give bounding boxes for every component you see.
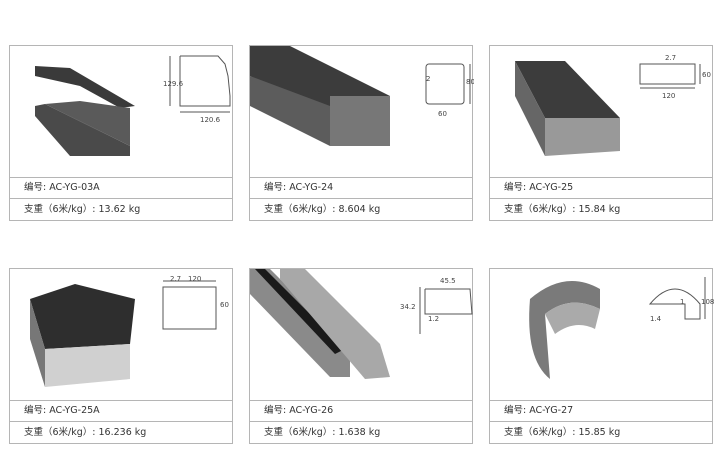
product-card[interactable]: 45.5 34.2 1.2 编号: AC-YG-26 支重（6米/kg）: 1.…: [249, 268, 473, 444]
dimension-label: 1.4: [650, 315, 662, 323]
profile-render: 129.6 120.6: [35, 55, 231, 156]
dimension-label: 120.6: [200, 116, 221, 124]
profile-render: 2.7 120 60: [30, 275, 229, 387]
product-weight: 支重（6米/kg）: 1.638 kg: [264, 427, 381, 438]
product-image-area: 2 80 60: [250, 46, 474, 178]
product-code: 编号: AC-YG-24: [250, 177, 472, 199]
profile-render: 45.5 34.2 1.2: [250, 269, 473, 379]
dimension-label: 34.2: [400, 303, 416, 311]
dimension-label: 60: [220, 301, 229, 309]
dimension-label: 120: [662, 92, 675, 100]
product-code: 编号: AC-YG-03A: [10, 177, 232, 199]
dimension-label: 60: [702, 71, 711, 79]
product-weight: 支重（6米/kg）: 13.62 kg: [24, 204, 141, 215]
profile-render: 2 80 60: [250, 46, 474, 146]
product-image-area: 2.7 60 120: [490, 46, 712, 178]
dimension-label: 45.5: [440, 277, 456, 285]
product-weight: 支重（6米/kg）: 16.236 kg: [24, 427, 147, 438]
product-code: 编号: AC-YG-25: [490, 177, 712, 199]
product-card[interactable]: 2.7 120 60 编号: AC-YG-25A 支重（6米/kg）: 16.2…: [9, 268, 233, 444]
product-card[interactable]: 129.6 120.6 编号: AC-YG-03A 支重（6米/kg）: 13.…: [9, 45, 233, 221]
dimension-label: 2: [426, 75, 430, 83]
product-weight: 支重（6米/kg）: 8.604 kg: [264, 204, 381, 215]
product-card[interactable]: 2 80 60 编号: AC-YG-24 支重（6米/kg）: 8.604 kg: [249, 45, 474, 221]
dimension-label: 1: [680, 298, 684, 306]
product-card[interactable]: 1 108.5 1.4 编号: AC-YG-27 支重（6米/kg）: 15.8…: [489, 268, 714, 444]
dimension-label: 2.7: [665, 54, 676, 62]
profile-render: 1 108.5 1.4: [529, 277, 714, 379]
product-code: 编号: AC-YG-26: [250, 400, 472, 422]
product-image-area: 1 108.5 1.4: [490, 269, 714, 401]
dimension-label: 60: [438, 110, 447, 118]
product-weight: 支重（6米/kg）: 15.85 kg: [504, 427, 621, 438]
dimension-label: 80: [466, 78, 474, 86]
product-image-area: 129.6 120.6: [10, 46, 232, 178]
product-image-area: 45.5 34.2 1.2: [250, 269, 473, 401]
dimension-label: 108.5: [701, 298, 714, 306]
profile-render: 2.7 60 120: [515, 54, 711, 156]
dimension-label: 1.2: [428, 315, 439, 323]
product-card[interactable]: 2.7 60 120 编号: AC-YG-25 支重（6米/kg）: 15.84…: [489, 45, 713, 221]
dimension-label: 129.6: [163, 80, 184, 88]
product-code: 编号: AC-YG-27: [490, 400, 712, 422]
dimension-label: 2.7: [170, 275, 181, 283]
product-image-area: 2.7 120 60: [10, 269, 232, 401]
dimension-label: 120: [188, 275, 201, 283]
product-code: 编号: AC-YG-25A: [10, 400, 232, 422]
product-weight: 支重（6米/kg）: 15.84 kg: [504, 204, 621, 215]
